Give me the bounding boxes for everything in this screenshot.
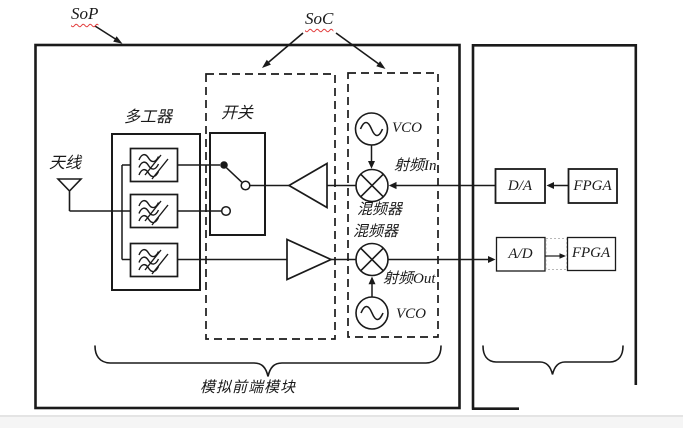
vco-bottom-arrowhead: [368, 276, 376, 285]
vco-bottom-label: VCO: [396, 306, 426, 322]
soc-arrow-right: [335, 32, 386, 69]
mixer-top-icon: [355, 168, 389, 203]
fpga-top-label: FPGA: [573, 177, 612, 194]
vco-top-arrowhead: [368, 161, 375, 169]
fpga-to-da-arrowhead: [546, 182, 554, 189]
vco-top-label: VCO: [392, 120, 422, 136]
da-to-mixer-arrowhead: [388, 181, 397, 190]
multiplexer-box: [111, 133, 201, 291]
tx-amplifier-icon: [287, 162, 328, 209]
antenna-icon: [56, 178, 83, 211]
wires: [69, 145, 569, 297]
sop-package-box: [34, 43, 461, 410]
ad-label: A/D: [508, 245, 533, 262]
filter-1: [129, 147, 179, 183]
fpga-bottom-box: [566, 236, 617, 272]
ad-box: [495, 236, 546, 272]
page-background-strip: [0, 417, 683, 428]
mixer-bottom-icon: [355, 242, 389, 277]
fpga-bottom-label: FPGA: [571, 245, 611, 261]
analog-frontend-label: 模拟前端模块: [199, 380, 296, 396]
vco-bottom-icon: [355, 296, 389, 330]
da-box: [494, 168, 546, 204]
soc-label: SoC: [305, 9, 334, 28]
vco-top-icon: [354, 112, 389, 146]
da-label: D/A: [507, 177, 533, 194]
soc-dashed-box-left: [205, 73, 336, 340]
mixer-bottom-label: 混频器: [353, 224, 399, 240]
filter-3: [129, 242, 179, 278]
sop-label: SoP: [71, 4, 99, 23]
sop-arrow: [94, 25, 123, 44]
rx-amplifier-icon: [286, 238, 334, 281]
rf-out-label: 射频Out: [383, 271, 436, 287]
switch-label: 开关: [221, 105, 254, 122]
ad-to-fpga-arrow: [545, 253, 566, 259]
ad-fpga-connector-box: [545, 238, 567, 270]
antenna-label: 天线: [49, 155, 82, 172]
soc-arrow-left: [262, 32, 304, 68]
filter-2: [129, 193, 179, 229]
fpga-top-box: [567, 168, 618, 204]
mixer-to-ad-arrowhead: [488, 256, 496, 263]
switch-icon: [209, 132, 266, 236]
soc-dashed-box-right: [347, 72, 439, 338]
rf-in-label: 射频In: [394, 158, 437, 174]
digital-backend-brace: [482, 345, 624, 375]
page-divider: [0, 415, 683, 417]
digital-backend-box: [471, 44, 638, 410]
mixer-top-label: 混频器: [357, 202, 403, 218]
multiplexer-label: 多工器: [124, 109, 173, 126]
analog-frontend-brace: [94, 345, 442, 377]
